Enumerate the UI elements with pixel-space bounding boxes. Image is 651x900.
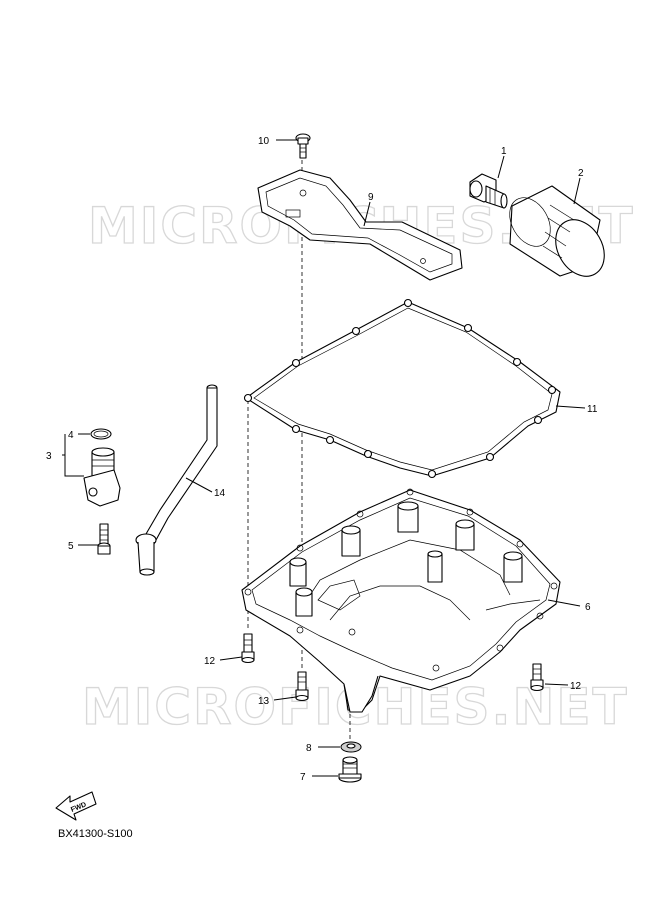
oil-pan-part-6 — [241, 488, 561, 713]
bolt-part-12-left — [241, 633, 255, 664]
callout-5: 5 — [68, 541, 74, 552]
callout-11: 11 — [587, 404, 598, 415]
union-bolt-part-1 — [469, 173, 508, 209]
bolt-part-5 — [97, 523, 111, 555]
callout-8: 8 — [306, 743, 312, 754]
baffle-plate-part-9 — [257, 169, 463, 281]
callout-6: 6 — [585, 602, 591, 613]
oil-pressure-assembly-part-3 — [83, 428, 121, 507]
callout-13: 13 — [258, 696, 270, 707]
pan-boss — [289, 501, 523, 617]
callout-2: 2 — [578, 168, 584, 179]
drain-plug-part-7 — [338, 756, 362, 783]
diagram-code: BX41300-S100 — [58, 828, 133, 840]
drain-gasket-part-8 — [340, 741, 362, 753]
leader-lines — [62, 139, 586, 777]
callout-12-right: 12 — [570, 681, 582, 692]
fwd-arrow-icon: FWD — [55, 791, 97, 821]
callout-3: 3 — [46, 451, 52, 462]
oil-filter-part-2 — [509, 185, 605, 277]
strainer-pipe-part-14 — [135, 384, 218, 576]
callout-14: 14 — [214, 488, 226, 499]
callout-4: 4 — [68, 430, 74, 441]
callout-7: 7 — [300, 772, 306, 783]
oil-pan-gasket-part-11 — [243, 298, 561, 479]
bolt-part-13 — [295, 671, 309, 702]
callout-1: 1 — [501, 146, 507, 157]
bolt-part-10 — [295, 133, 311, 159]
bolt-part-12-right — [530, 663, 544, 692]
callout-12-left: 12 — [204, 656, 216, 667]
callout-10: 10 — [258, 136, 270, 147]
callout-9: 9 — [368, 192, 374, 203]
